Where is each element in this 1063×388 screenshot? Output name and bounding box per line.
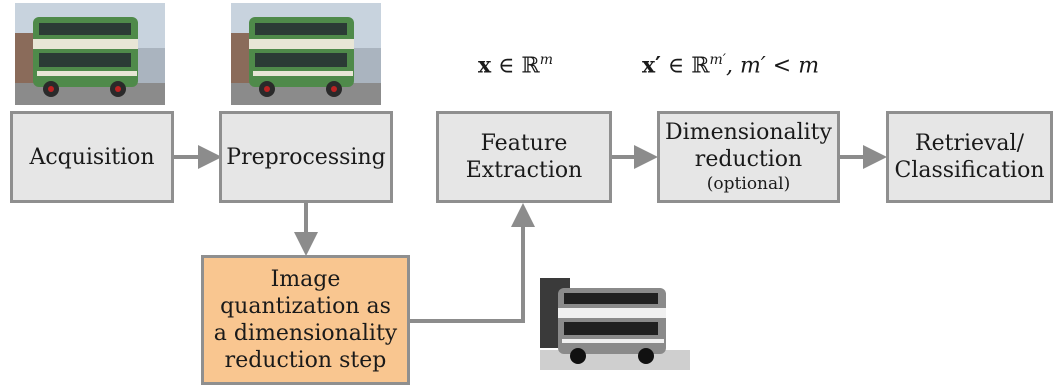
quantization-label-1: Image xyxy=(270,267,341,292)
image-quantization-box: Image quantization as a dimensionality r… xyxy=(201,255,410,385)
optional-label: (optional) xyxy=(706,174,791,194)
bus-photo-grayscale-icon xyxy=(540,278,690,370)
retrieval-classification-box: Retrieval/ Classification xyxy=(886,111,1053,203)
acquisition-label: Acquisition xyxy=(29,144,155,170)
retrieval-label-2: Classification xyxy=(894,158,1045,183)
feature-extraction-label-1: Feature xyxy=(480,131,568,156)
feature-extraction-label-2: Extraction xyxy=(465,158,583,183)
bus-photo-icon xyxy=(15,3,165,105)
quantization-label-2: quantization as xyxy=(220,294,391,319)
preprocessing-label: Preprocessing xyxy=(226,144,386,170)
reduced-vector-formula: x′ ∈ ℝm′, m′ < m xyxy=(642,52,820,79)
dimensionality-reduction-box: Dimensionality reduction (optional) xyxy=(657,111,840,203)
acquisition-box: Acquisition xyxy=(10,111,174,203)
bus-photo-icon xyxy=(231,3,381,105)
quantization-label-4: reduction step xyxy=(224,348,387,373)
preprocessing-box: Preprocessing xyxy=(219,111,393,203)
quantization-label-3: a dimensionality xyxy=(213,321,398,346)
dimensionality-reduction-label-2: reduction xyxy=(694,147,803,172)
feature-vector-formula: x ∈ ℝm xyxy=(478,52,553,79)
feature-extraction-box: Feature Extraction xyxy=(436,111,612,203)
retrieval-label-1: Retrieval/ xyxy=(915,131,1024,156)
arrow-quantization-to-feature xyxy=(410,203,535,323)
dimensionality-reduction-label-1: Dimensionality xyxy=(665,120,832,145)
